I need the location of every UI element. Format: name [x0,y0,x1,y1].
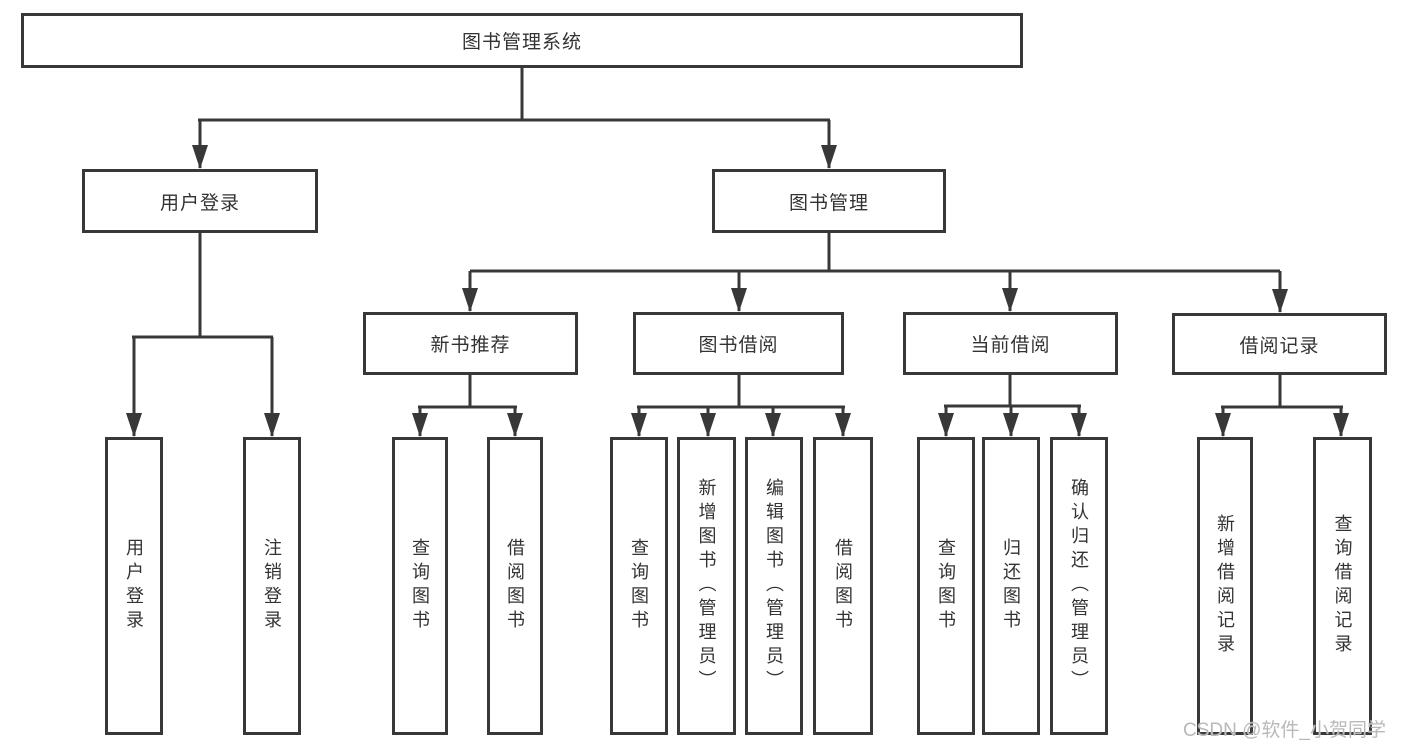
csdn-watermark: CSDN @软件_小贺同学 [1183,720,1386,741]
node-borrowing-records: 借阅记录 [1172,313,1387,375]
leaf-confirm-return-admin: 确认归还（管理员） [1050,437,1108,735]
leaf-edit-books-admin: 编辑图书（管理员） [745,437,803,735]
leaf-return-books: 归还图书 [982,437,1040,735]
node-current-borrowing: 当前借阅 [903,312,1118,375]
leaf-query-borrow-record: 查询借阅记录 [1313,437,1372,735]
leaf-query-books-3: 查询图书 [917,437,975,735]
leaf-add-borrow-record: 新增借阅记录 [1197,437,1253,735]
node-new-book-recommend: 新书推荐 [363,312,578,375]
leaf-borrow-books-1: 借阅图书 [487,437,543,735]
leaf-query-books-1: 查询图书 [392,437,448,735]
node-book-management: 图书管理 [712,169,946,233]
leaf-logout: 注销登录 [243,437,301,735]
leaf-borrow-books-2: 借阅图书 [813,437,873,735]
node-book-borrowing: 图书借阅 [633,312,844,375]
leaf-add-books-admin: 新增图书（管理员） [677,437,736,735]
node-library-management-system: 图书管理系统 [21,13,1023,68]
leaf-query-books-2: 查询图书 [610,437,668,735]
node-user-login: 用户登录 [82,169,318,233]
leaf-user-login: 用户登录 [105,437,163,735]
